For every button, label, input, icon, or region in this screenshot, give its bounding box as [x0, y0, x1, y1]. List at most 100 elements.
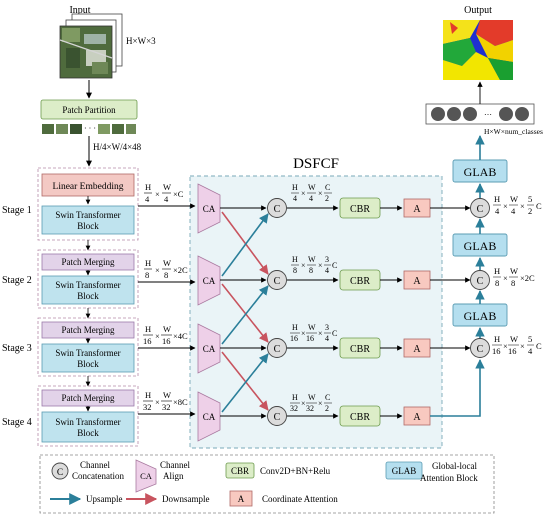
- svg-text:W: W: [510, 334, 518, 344]
- stage-4-dims: H32 × W32 ×8C: [143, 390, 188, 412]
- svg-text:×: ×: [503, 201, 508, 211]
- svg-text:CBR: CBR: [350, 344, 370, 355]
- stage-3-group: Patch Merging Swin Transformer Block: [37, 317, 139, 377]
- glab-block-3: GLAB: [452, 303, 508, 327]
- svg-text:16: 16: [143, 336, 152, 346]
- svg-text:CA: CA: [140, 471, 153, 481]
- svg-text:2: 2: [528, 206, 532, 216]
- svg-text:CBR: CBR: [350, 204, 370, 215]
- svg-text:Conv2D+BN+Relu: Conv2D+BN+Relu: [260, 466, 331, 476]
- svg-text:32: 32: [162, 402, 171, 412]
- decoder-dims-2: H8 × W8 ×2C: [493, 266, 535, 288]
- svg-text:×: ×: [155, 331, 160, 341]
- svg-text:C: C: [332, 329, 337, 338]
- fused-dims-4: H32 × W32 × C2: [290, 393, 332, 413]
- downsample-arrow-2: [221, 283, 269, 343]
- svg-text:W: W: [308, 393, 316, 402]
- glab-block-2: GLAB: [452, 233, 508, 257]
- patch-merging-2-label: Patch Merging: [61, 257, 115, 267]
- legend-upsample: Upsample: [50, 493, 123, 505]
- patch-merging-4-label: Patch Merging: [61, 393, 115, 403]
- svg-text:3: 3: [325, 255, 329, 264]
- downsample-arrow-3: [221, 351, 269, 411]
- patch-partition-label: Patch Partition: [62, 105, 116, 115]
- svg-text:H: H: [494, 266, 500, 276]
- patch-dims: H/4×W/4×48: [93, 142, 142, 152]
- decoder-dims-3: H16 × W16 × 54 C: [492, 334, 542, 356]
- svg-text:C: C: [274, 344, 281, 355]
- svg-text:8: 8: [309, 266, 313, 275]
- legend-glab: GLAB Global-local Attention Block: [385, 461, 478, 483]
- cbr-block-4: CBR: [339, 405, 381, 427]
- cbr-block-3: CBR: [339, 337, 381, 359]
- svg-text:×: ×: [155, 397, 160, 407]
- svg-text:H: H: [292, 393, 298, 402]
- svg-text:×: ×: [155, 265, 160, 275]
- svg-text:4: 4: [495, 206, 500, 216]
- svg-text:CBR: CBR: [350, 276, 370, 287]
- svg-text:CBR: CBR: [231, 466, 249, 476]
- svg-text:Concatenation: Concatenation: [72, 471, 124, 481]
- input-image: [59, 13, 123, 79]
- svg-text:C: C: [332, 261, 337, 270]
- decoder-concat-1: C: [470, 198, 490, 218]
- svg-text:H: H: [494, 334, 500, 344]
- output-label: Output: [464, 5, 492, 16]
- svg-text:8: 8: [495, 278, 499, 288]
- svg-text:4: 4: [293, 194, 297, 203]
- svg-text:32: 32: [143, 402, 152, 412]
- input-label: Input: [69, 5, 90, 16]
- svg-text:×: ×: [520, 201, 525, 211]
- svg-text:A: A: [413, 204, 421, 215]
- stage-1-dims: H4 × W4 ×C: [144, 182, 184, 204]
- svg-text:Coordinate Attention: Coordinate Attention: [262, 494, 338, 504]
- input-dims: H×W×3: [126, 36, 156, 46]
- svg-text:16: 16: [508, 346, 517, 356]
- fused-dims-3: H16 × W16 × 34 C: [290, 323, 337, 343]
- ca-block-4: CA: [197, 391, 221, 442]
- svg-text:2: 2: [325, 194, 329, 203]
- linear-embedding-label: Linear Embedding: [53, 182, 124, 192]
- svg-text:Attention Block: Attention Block: [420, 473, 478, 483]
- svg-text:W: W: [510, 194, 518, 204]
- concat-node-4: C: [267, 406, 287, 426]
- svg-text:C: C: [536, 201, 542, 211]
- svg-text:H: H: [292, 183, 298, 192]
- svg-text:CA: CA: [203, 204, 216, 214]
- svg-text:C: C: [57, 468, 63, 478]
- cbr-block-1: CBR: [339, 197, 381, 219]
- svg-text:H: H: [292, 323, 298, 332]
- stage-4-label: Stage 4: [2, 417, 32, 428]
- svg-text:5: 5: [528, 334, 532, 344]
- svg-text:C: C: [477, 204, 484, 215]
- svg-text:×C: ×C: [173, 189, 184, 199]
- svg-text:GLAB: GLAB: [392, 466, 417, 476]
- svg-text:×2C: ×2C: [173, 265, 188, 275]
- svg-text:H: H: [145, 324, 151, 334]
- svg-text:Channel: Channel: [160, 460, 190, 470]
- attention-block-3: A: [403, 338, 431, 358]
- svg-text:32: 32: [290, 404, 298, 413]
- svg-text:W: W: [308, 323, 316, 332]
- svg-text:W: W: [163, 258, 171, 268]
- svg-text:CA: CA: [203, 276, 216, 286]
- svg-text:CA: CA: [203, 344, 216, 354]
- stage-1-label: Stage 1: [2, 205, 32, 216]
- legend-ca: CA Channel Align: [135, 459, 190, 493]
- svg-text:CBR: CBR: [350, 412, 370, 423]
- svg-text:Downsample: Downsample: [162, 494, 210, 504]
- stage-1-group: Linear Embedding Swin Transformer Block: [37, 167, 139, 241]
- svg-text:×: ×: [301, 399, 306, 408]
- svg-text:×: ×: [520, 341, 525, 351]
- concat-node-1: C: [267, 198, 287, 218]
- svg-text:16: 16: [162, 336, 171, 346]
- patch-tiles: [42, 124, 136, 134]
- decoder-dims-1: H4 × W4 × 52 C: [493, 194, 542, 216]
- stage-2-group: Patch Merging Swin Transformer Block: [37, 249, 139, 309]
- ca-block-3: CA: [197, 323, 221, 374]
- svg-text:×: ×: [301, 329, 306, 338]
- svg-text:H: H: [145, 182, 151, 192]
- svg-text:5: 5: [528, 194, 532, 204]
- swin-block-2-line1: Swin Transformer: [55, 280, 120, 290]
- concat-node-3: C: [267, 338, 287, 358]
